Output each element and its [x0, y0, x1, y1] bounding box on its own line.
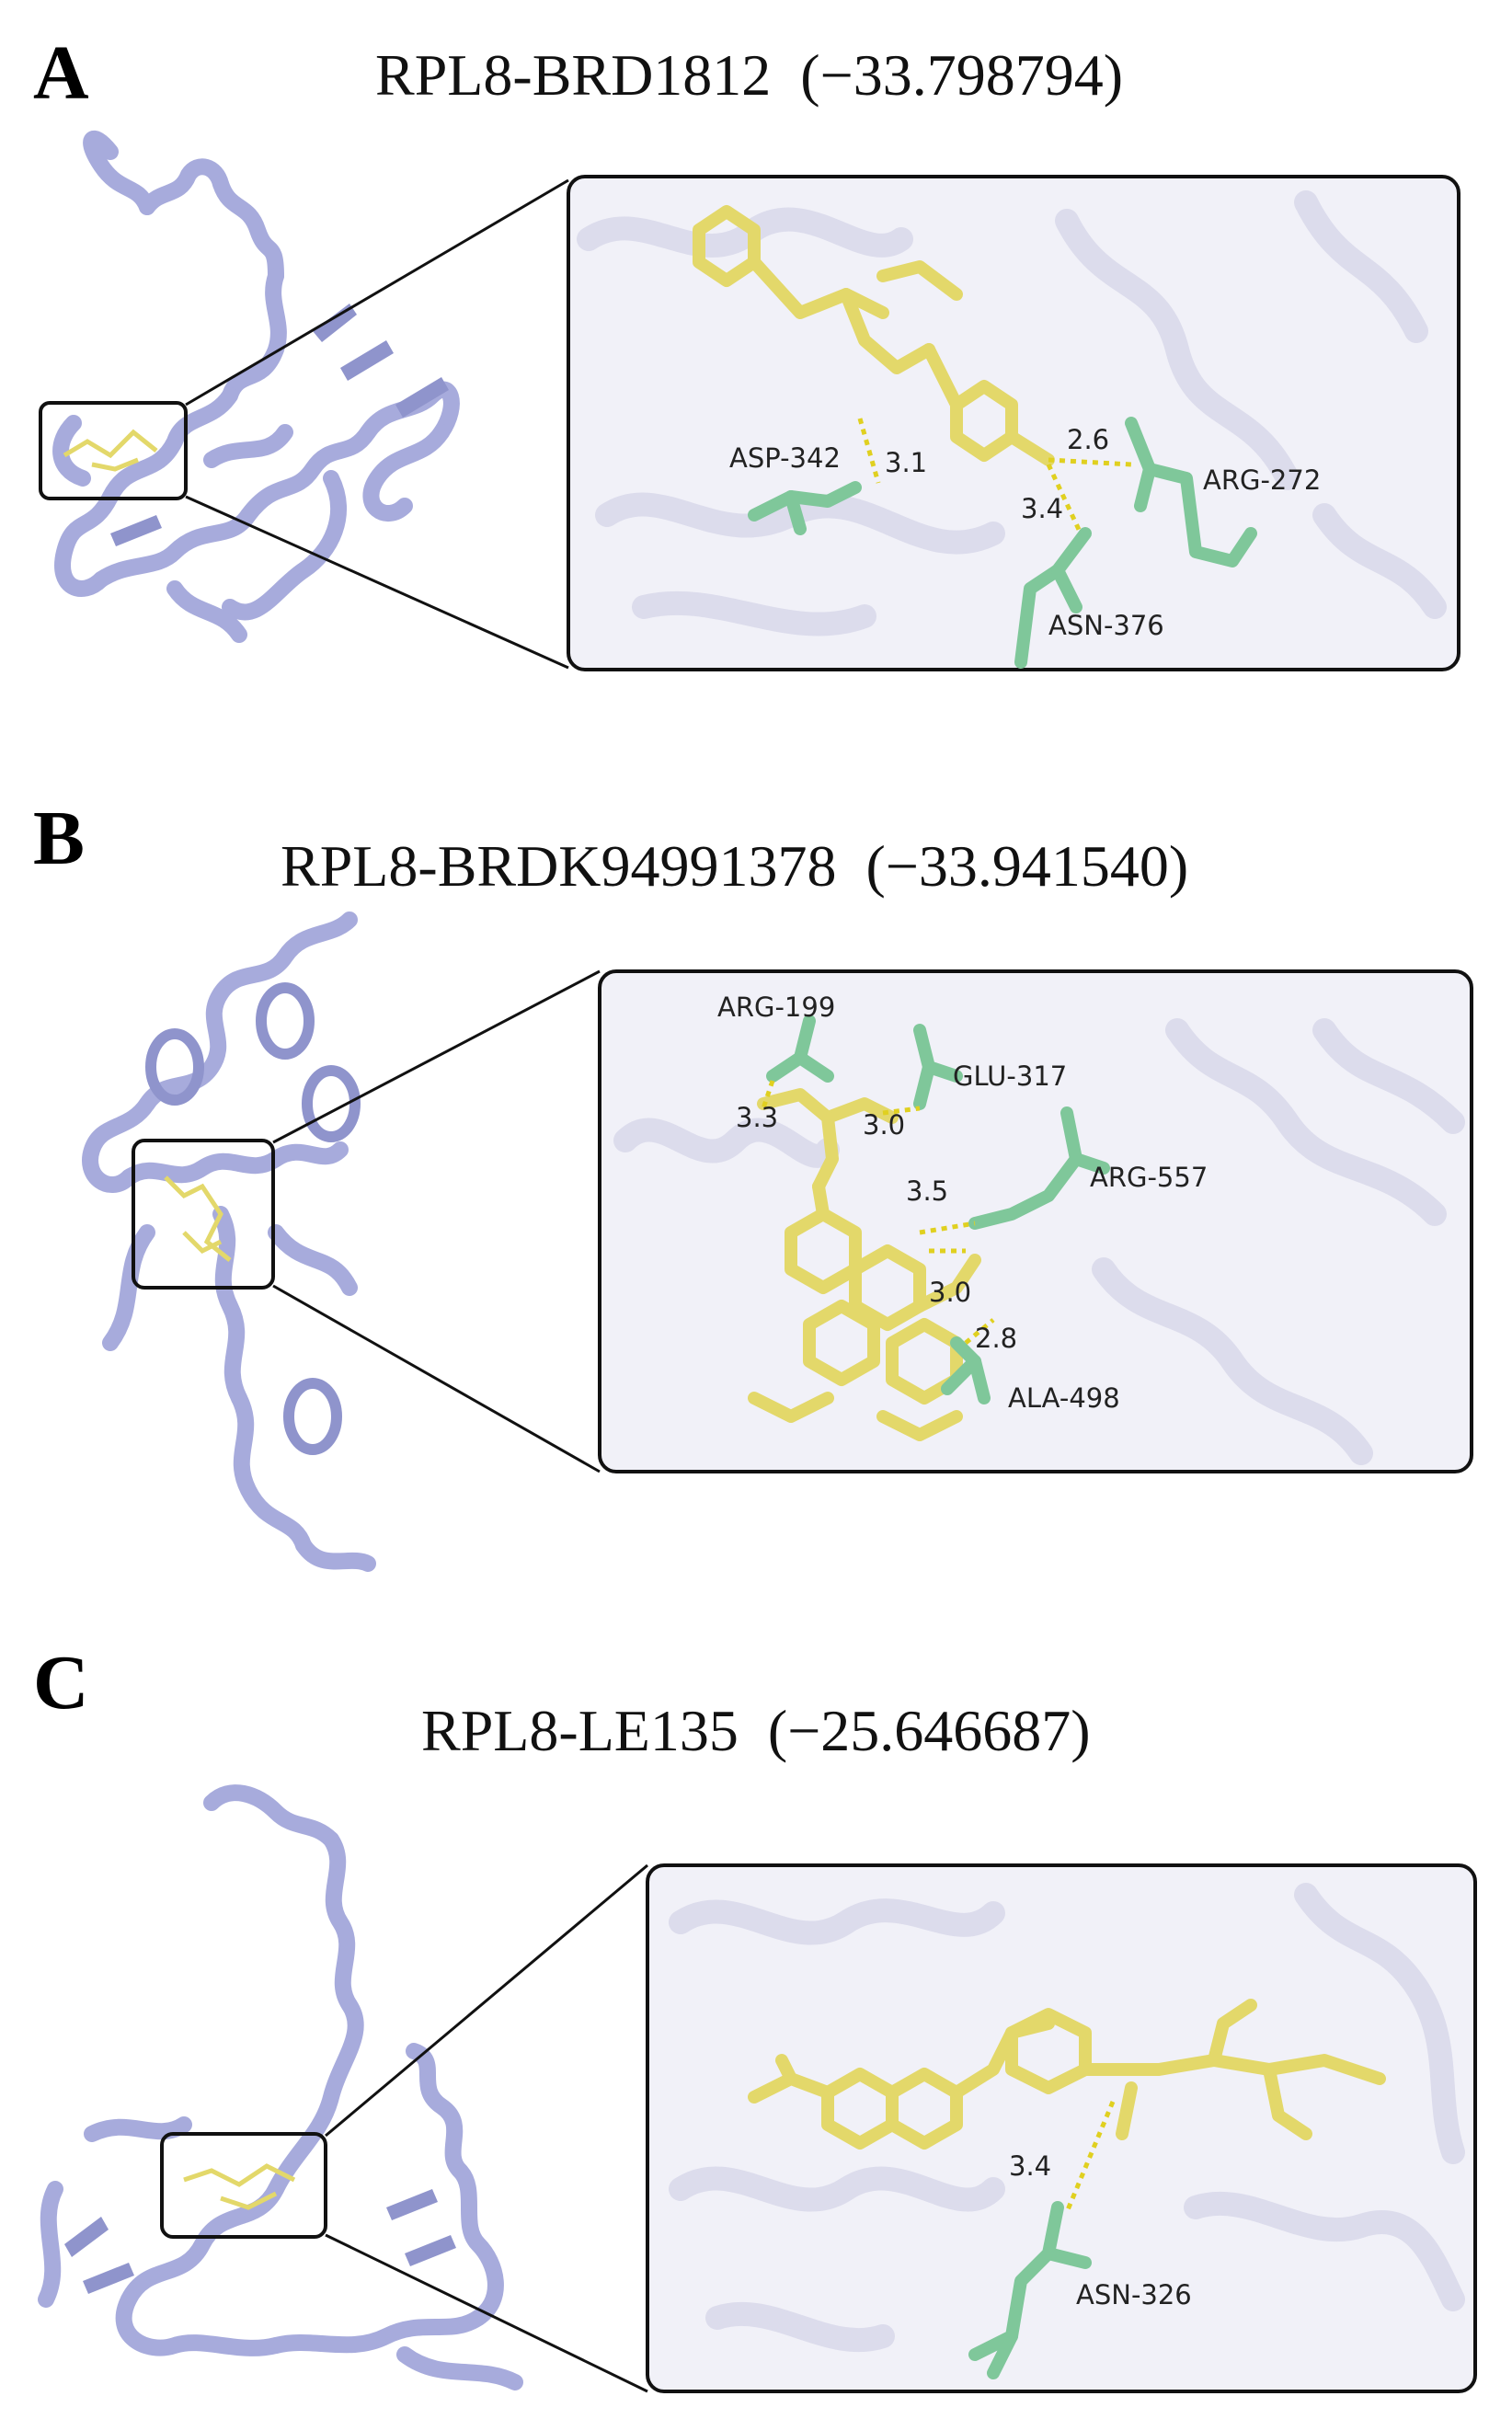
distance-label: 3.4 — [1009, 2150, 1051, 2182]
residue-label: ARG-272 — [1203, 464, 1321, 496]
protein-overview — [82, 911, 376, 1572]
distance-label: 3.1 — [885, 447, 927, 478]
complex-name: RPL8-BRD1812 — [375, 42, 772, 108]
distance-label: 2.8 — [975, 1323, 1017, 1354]
hbonds — [857, 418, 1132, 535]
connector-line-top — [185, 178, 569, 407]
zoom-box — [160, 2132, 327, 2239]
residue-label: ASN-376 — [1048, 610, 1164, 641]
connector-line-bottom — [185, 495, 569, 670]
panel-letter: A — [33, 30, 89, 116]
distance-label: 3.0 — [863, 1109, 905, 1141]
hbonds — [761, 1080, 995, 1345]
protein-helix-coils — [145, 982, 361, 1455]
docking-score: (−33.798794) — [800, 42, 1123, 108]
complex-name: RPL8-LE135 — [421, 1698, 739, 1763]
connector-line-top — [272, 969, 601, 1144]
protein-sheets — [64, 2189, 456, 2294]
residue-label: ASN-326 — [1076, 2279, 1192, 2310]
zoom-inset: ARG-199 GLU-317 3.3 3.0 ARG-557 3.5 3.0 … — [598, 969, 1473, 1473]
protein-overview — [38, 1784, 523, 2390]
residue-label: ARG-557 — [1090, 1162, 1208, 1193]
residue-label: ARG-199 — [717, 992, 835, 1023]
panel-title: RPL8-BRD1812 (−33.798794) — [375, 46, 1123, 105]
zoom-box — [39, 401, 188, 500]
ligand-overview — [164, 1175, 232, 1262]
zoom-inset: ASP-342 3.1 2.6 ARG-272 3.4 ASN-376 — [567, 175, 1460, 671]
residues — [766, 1015, 1110, 1404]
panel-a-graphic: ASP-342 3.1 2.6 ARG-272 3.4 ASN-376 — [39, 130, 1460, 671]
panel-c-graphic: 3.4 ASN-326 — [38, 1784, 1477, 2393]
connector-line-bottom — [272, 1284, 601, 1473]
residues — [968, 2201, 1092, 2379]
panel-a: A RPL8-BRD1812 (−33.798794) — [0, 0, 1512, 736]
ligand-overview — [183, 2163, 296, 2210]
complex-name: RPL8-BRDK94991378 — [281, 833, 837, 899]
panel-c: C RPL8-LE135 (−25.646687) — [0, 1619, 1512, 2419]
protein-sheets — [110, 304, 449, 546]
ligand-overview — [63, 429, 158, 472]
zoom-box — [132, 1139, 275, 1290]
connector-line-top — [325, 1863, 648, 2138]
zoom-inset: 3.4 ASN-326 — [646, 1863, 1477, 2393]
hbonds — [1064, 2101, 1116, 2213]
docking-score: (−25.646687) — [767, 1698, 1091, 1763]
connector-line-bottom — [325, 2233, 648, 2393]
panel-letter: C — [33, 1640, 89, 1725]
distance-label: 3.3 — [736, 1102, 778, 1133]
distance-label: 3.4 — [1021, 493, 1063, 524]
distance-label: 2.6 — [1067, 424, 1109, 455]
ligand — [693, 205, 1055, 466]
panel-title: RPL8-BRDK94991378 (−33.941540) — [281, 837, 1188, 896]
residue-label: GLU-317 — [953, 1060, 1067, 1092]
docking-score: (−33.941540) — [865, 833, 1189, 899]
residues — [748, 417, 1257, 669]
panel-b-graphic: ARG-199 GLU-317 3.3 3.0 ARG-557 3.5 3.0 … — [82, 911, 1473, 1572]
residue-label: ASP-342 — [729, 442, 841, 474]
panel-title: RPL8-LE135 (−25.646687) — [421, 1702, 1091, 1760]
panel-letter: B — [33, 796, 86, 881]
distance-label: 3.0 — [929, 1277, 971, 1308]
residue-label: ALA-498 — [1008, 1382, 1120, 1414]
distance-label: 3.5 — [906, 1175, 948, 1207]
ligand — [748, 1999, 1386, 2150]
panel-b: B RPL8-BRDK94991378 (−33.941540) — [0, 754, 1512, 1582]
protein-overview — [52, 130, 460, 643]
